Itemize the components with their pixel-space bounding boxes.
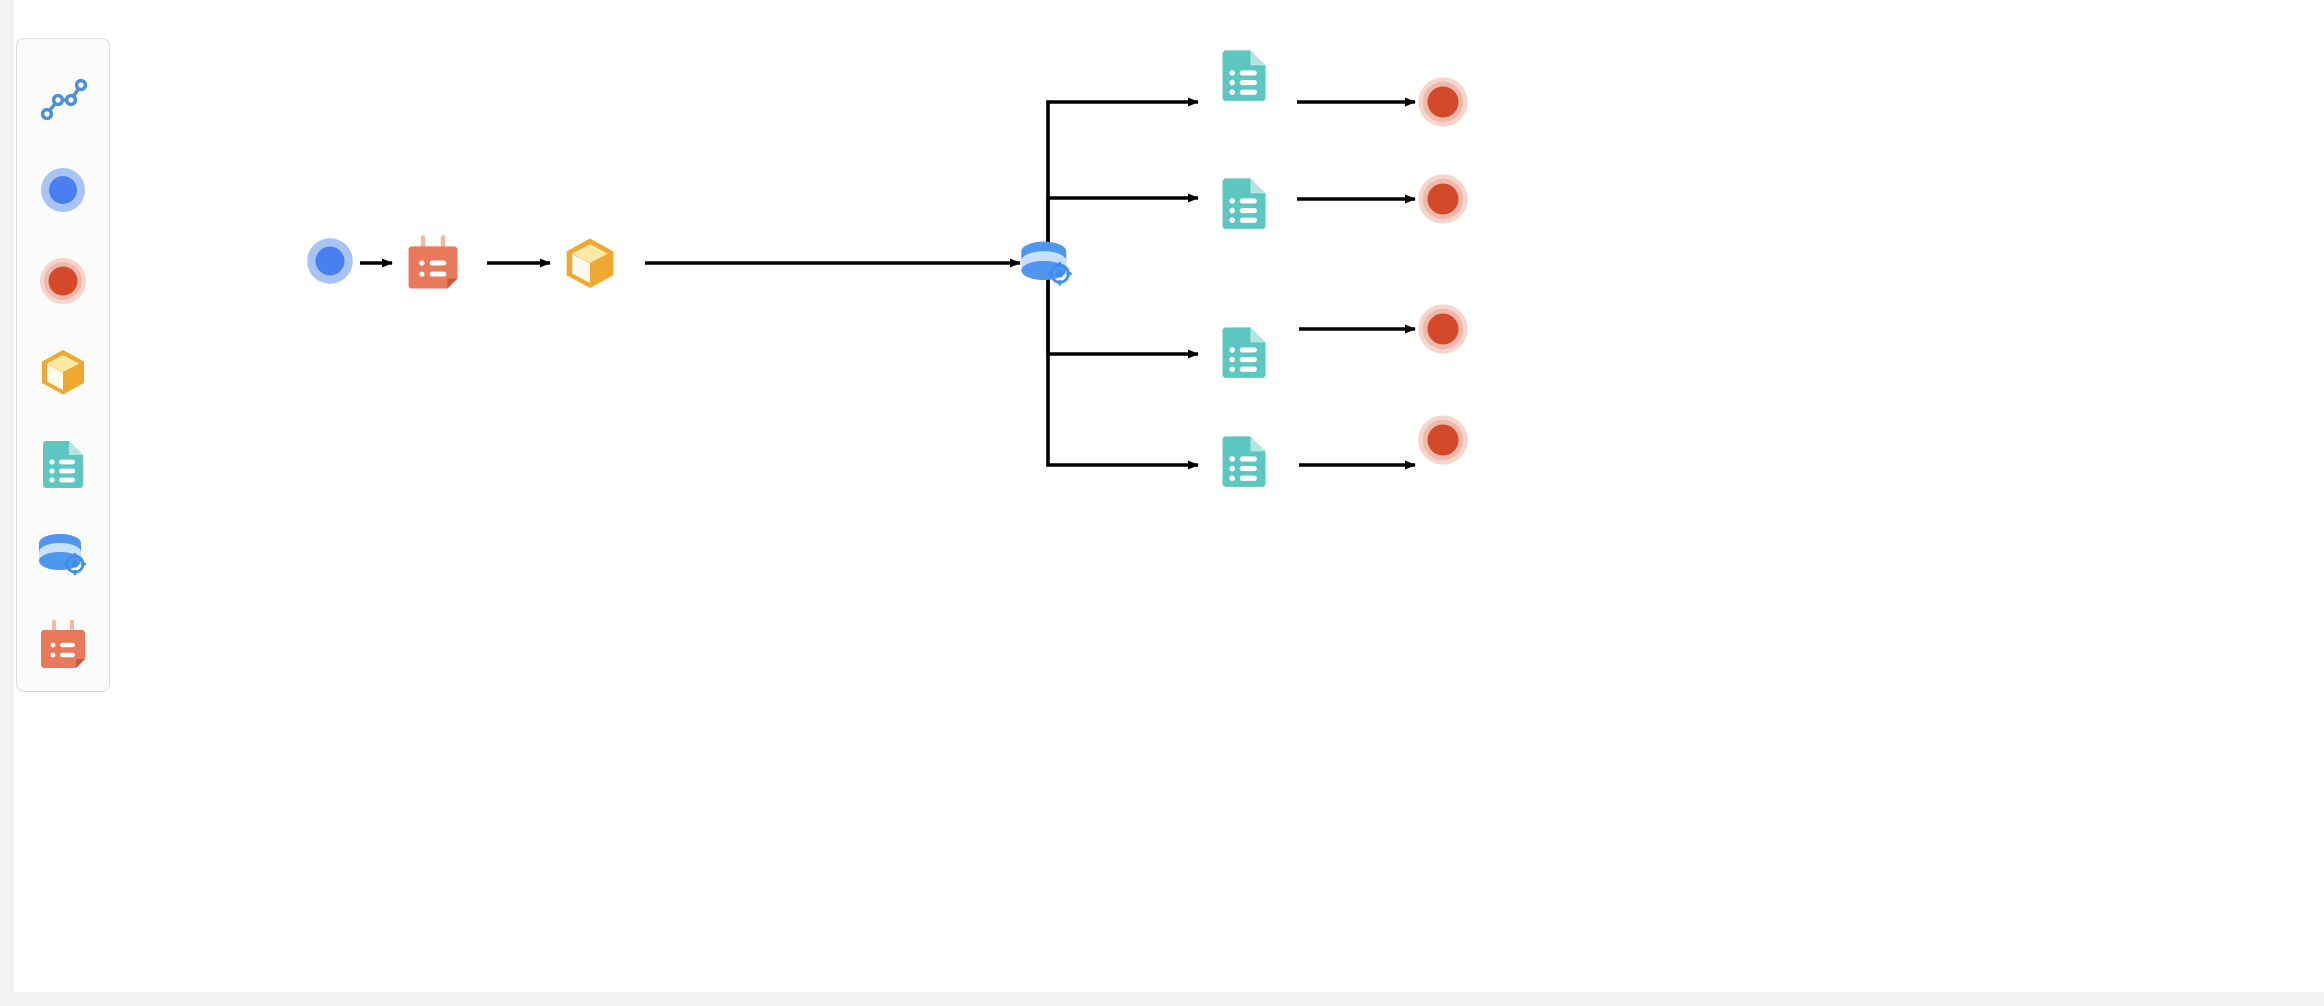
- blue-database-icon: [34, 527, 92, 581]
- end-node-3[interactable]: [1413, 299, 1473, 359]
- document-node-2[interactable]: [1217, 173, 1271, 231]
- orange-cube-icon: [36, 345, 90, 399]
- node-palette[interactable]: [16, 38, 110, 692]
- palette-item-end[interactable]: [21, 235, 105, 326]
- document-node-4[interactable]: [1217, 431, 1271, 489]
- page-gutter-bottom: [0, 992, 2324, 1006]
- diagram-canvas[interactable]: [110, 0, 2324, 1006]
- document-node-3[interactable]: [1217, 322, 1271, 380]
- page-gutter-left: [0, 0, 14, 1006]
- end-node-1[interactable]: [1413, 72, 1473, 132]
- graph-network-icon: [36, 72, 90, 126]
- palette-item-package[interactable]: [21, 326, 105, 417]
- palette-item-start[interactable]: [21, 144, 105, 235]
- palette-item-document[interactable]: [21, 418, 105, 509]
- red-circle-node-icon: [35, 253, 91, 309]
- teal-document-icon: [38, 436, 88, 490]
- database-hub-node[interactable]: [1016, 234, 1078, 292]
- start-node[interactable]: [301, 232, 359, 290]
- document-node-1[interactable]: [1217, 45, 1271, 103]
- end-node-2[interactable]: [1413, 169, 1473, 229]
- palette-item-database[interactable]: [21, 509, 105, 600]
- palette-item-graph[interactable]: [21, 53, 105, 144]
- orange-calendar-icon: [37, 618, 89, 672]
- palette-item-calendar[interactable]: [21, 600, 105, 691]
- package-node[interactable]: [560, 233, 620, 293]
- edge-database-doc4: [1046, 263, 1199, 470]
- end-node-4[interactable]: [1413, 410, 1473, 470]
- schedule-node[interactable]: [404, 233, 462, 293]
- diagram-edges: [360, 97, 1416, 470]
- blue-circle-node-icon: [35, 162, 91, 218]
